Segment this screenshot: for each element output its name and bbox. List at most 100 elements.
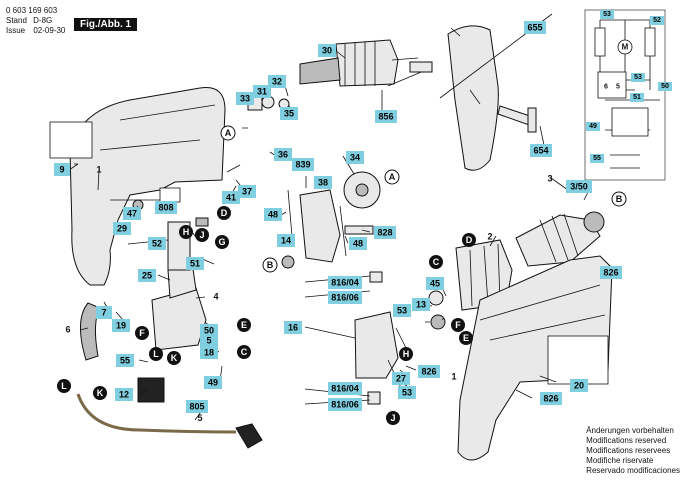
tag-1-right: 1 [451,372,456,382]
tag-35: 35 [284,109,294,119]
figure-label: Fig./Abb. 1 [74,18,138,31]
tag-41: 41 [226,193,236,203]
tag-37: 37 [242,187,252,197]
tag-48-left: 48 [268,210,278,220]
tag-53-top: 53 [397,306,407,316]
tag-34: 34 [350,153,360,163]
brush-holder-drawing [354,271,411,405]
tag-654: 654 [533,146,548,156]
tag-55: 55 [120,356,130,366]
callout-f-left: F [139,328,145,338]
callout-k-cable: K [97,388,104,398]
issue-label: Issue [6,26,26,35]
tag-839: 839 [295,160,310,170]
tag-805: 805 [189,402,204,412]
tag-13: 13 [416,300,426,310]
callout-d-top: D [221,208,228,218]
wiring-label-55: 55 [593,155,601,162]
wiring-label-50: 50 [661,83,669,90]
part-number: 0 603 169 603 [6,6,58,15]
tag-32: 32 [272,77,282,87]
tag-816-06-bottom: 816/06 [331,400,359,410]
tag-3-50: 3/50 [570,182,588,192]
tag-33: 33 [240,94,250,104]
tag-6: 6 [65,325,70,335]
stand-value: D-8G [33,16,53,25]
tag-20: 20 [574,381,584,391]
tag-18: 18 [204,348,214,358]
tag-1-left: 1 [96,165,101,175]
wiring-label-49: 49 [589,123,597,130]
gear-drawing [281,171,381,269]
issue-value: 02-09-30 [33,26,66,35]
armature-drawing [515,211,605,267]
wiring-label-53b: 53 [634,74,642,81]
tag-31: 31 [257,87,267,97]
notice-line-de: Änderungen vorbehalten [586,426,674,435]
callout-l-cable: L [61,381,67,391]
cable-drawing [76,302,263,449]
tag-808: 808 [158,203,173,213]
stand-label: Stand [6,16,27,25]
callout-d-right: D [466,235,473,245]
tag-25: 25 [142,271,152,281]
tag-14: 14 [281,236,291,246]
notice-line-fr: Modifications reservees [586,446,671,455]
tag-826-middle: 826 [421,367,436,377]
callout-c-right: C [433,257,440,267]
part-tags: 9 1 47 29 808 30 32 31 33 35 36 37 41 34… [54,21,622,423]
callout-c-left: C [241,347,248,357]
tag-2: 2 [487,232,492,242]
notice-line-en: Modifications reserved [586,436,667,445]
tag-30: 30 [322,46,332,56]
notice-line-it: Modifiche riservate [586,456,654,465]
modifications-notice: Änderungen vorbehalten Modifications res… [586,426,680,476]
callout-h-top: H [183,227,190,237]
tag-5-cable: 5 [197,413,202,423]
wiring-label-52: 52 [653,17,661,24]
callout-l-left: L [153,349,159,359]
callout-b-left: B [267,260,274,270]
callout-h-right: H [403,349,410,359]
callout-a-right: A [389,172,396,182]
tag-19: 19 [116,321,126,331]
wiring-label-53: 53 [603,11,611,18]
wiring-diagram: M 53 52 53 50 51 6 5 49 55 [584,9,672,181]
tag-3: 3 [547,174,552,184]
callout-a-left: A [225,128,232,138]
tag-53-bottom: 53 [402,388,412,398]
callout-g-top: G [218,237,225,247]
tag-16: 16 [288,323,298,333]
wiring-label-6: 6 [604,84,608,91]
stand-row: Stand D-8G [6,16,52,26]
callout-e-left: E [241,320,247,330]
tag-5-switch: 5 [206,336,211,346]
lettered-callouts: A A B B D H J G E C F L K L K D C F E H … [57,125,627,425]
tag-856: 856 [378,112,393,122]
issue-row: Issue 02-09-30 [6,26,65,36]
callout-k-left: K [171,353,178,363]
wiring-label-51: 51 [633,94,641,101]
tag-27: 27 [396,374,406,384]
tag-12: 12 [119,390,129,400]
tag-826-bottom: 826 [543,394,558,404]
callout-j-top: J [199,230,204,240]
notice-line-es: Reservado modificaciones [586,466,680,475]
tag-9: 9 [59,165,64,175]
tag-51: 51 [190,259,200,269]
tag-47: 47 [127,209,137,219]
tag-49: 49 [208,378,218,388]
callout-b-right: B [616,194,623,204]
tag-52: 52 [152,239,162,249]
wiring-label-5: 5 [616,84,620,91]
tag-816-06-top: 816/06 [331,293,359,303]
tag-7: 7 [101,308,106,318]
callout-f-right: F [455,320,461,330]
tag-50: 50 [204,326,214,336]
tag-826-right: 826 [603,268,618,278]
tag-4: 4 [213,292,218,302]
tag-36: 36 [278,150,288,160]
tag-816-04-top: 816/04 [331,278,359,288]
tag-655: 655 [527,23,542,33]
